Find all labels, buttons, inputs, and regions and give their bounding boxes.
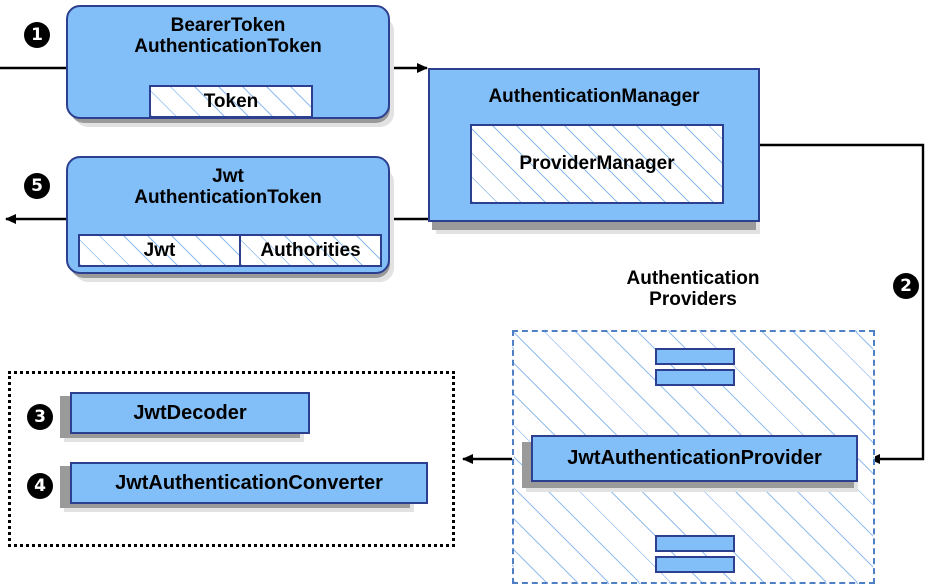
provider-stub-bottom-2[interactable] [655, 556, 735, 573]
provider-stub-bottom-1[interactable] [655, 535, 735, 552]
bearer-token-inner-token-label: Token [203, 90, 259, 112]
bearer-token-title-line2: AuthenticationToken [134, 36, 322, 58]
step-marker-3: 3 [27, 404, 53, 430]
auth-manager-inner-provider-manager-label: ProviderManager [519, 153, 675, 174]
provider-stub-top-2[interactable] [655, 369, 735, 386]
step-marker-5: 5 [24, 173, 50, 199]
step-marker-1-label: 1 [24, 22, 50, 48]
jwt-token-title-line2: AuthenticationToken [134, 187, 322, 209]
jwt-token-title-line1: Jwt [212, 166, 244, 187]
bearer-token-node[interactable]: BearerToken AuthenticationToken Token [66, 5, 390, 119]
bearer-token-title: BearerToken AuthenticationToken [134, 15, 322, 58]
step-marker-4-label: 4 [27, 473, 53, 499]
bearer-token-inner-token[interactable]: Token [149, 85, 313, 118]
jwt-token-node[interactable]: Jwt AuthenticationToken Jwt Authorities [66, 156, 390, 274]
jwt-provider-node[interactable]: JwtAuthenticationProvider [531, 435, 858, 482]
step-marker-4: 4 [27, 473, 53, 499]
support-group-region [8, 371, 455, 547]
providers-group-title-line2: Providers [649, 289, 737, 311]
bearer-token-title-line1: BearerToken [170, 15, 286, 36]
providers-group-title: Authentication Providers [560, 268, 826, 311]
jwt-decoder-node[interactable]: JwtDecoder [70, 392, 310, 434]
jwt-token-inner-authorities[interactable]: Authorities [239, 234, 382, 267]
jwt-token-inner-authorities-label: Authorities [260, 239, 361, 261]
step-marker-5-label: 5 [24, 173, 50, 199]
jwt-provider-label: JwtAuthenticationProvider [567, 447, 822, 469]
provider-stub-top-1[interactable] [655, 348, 735, 365]
jwt-decoder-label: JwtDecoder [133, 401, 247, 424]
jwt-token-inner-jwt[interactable]: Jwt [78, 234, 241, 267]
jwt-token-title: Jwt AuthenticationToken [134, 166, 322, 209]
auth-manager-title: AuthenticationManager [488, 86, 700, 107]
jwt-token-inner-jwt-label: Jwt [143, 239, 176, 261]
step-marker-2: 2 [893, 273, 919, 299]
auth-manager-inner-provider-manager[interactable]: ProviderManager [470, 124, 724, 204]
jwt-converter-node[interactable]: JwtAuthenticationConverter [70, 462, 428, 504]
auth-manager-node[interactable]: AuthenticationManager ProviderManager [428, 68, 760, 222]
step-marker-2-label: 2 [893, 273, 919, 299]
providers-group-title-line1: Authentication [626, 268, 760, 289]
step-marker-1: 1 [24, 22, 50, 48]
jwt-converter-label: JwtAuthenticationConverter [115, 471, 383, 494]
step-marker-3-label: 3 [27, 404, 53, 430]
